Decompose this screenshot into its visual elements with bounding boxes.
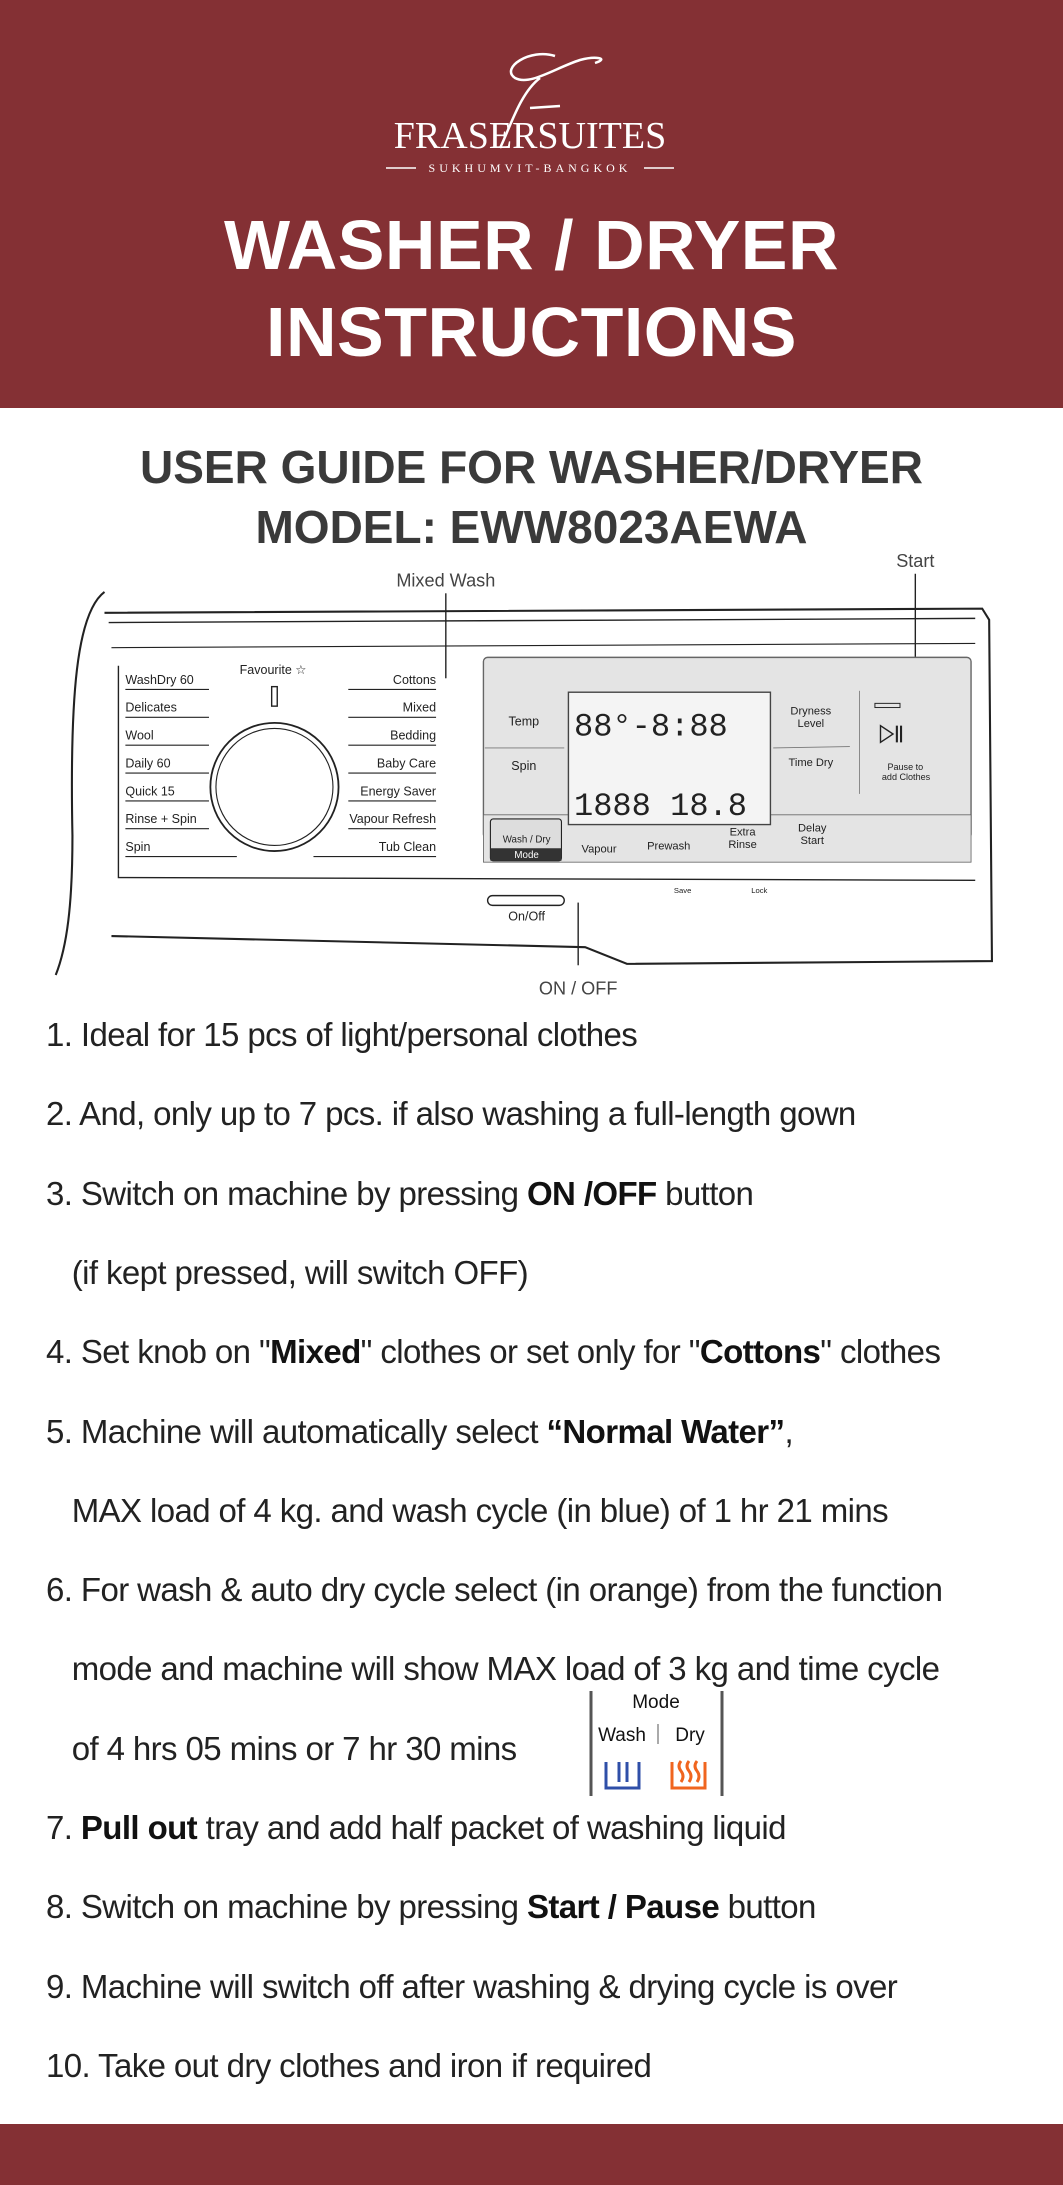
on-off-callout: ON / OFF (539, 979, 617, 999)
instruction-text: button (656, 1174, 754, 1212)
instruction-emphasis: Mixed (270, 1333, 361, 1371)
instruction-text: of 4 hrs 05 mins or 7 hr 30 mins (46, 1729, 517, 1767)
temp-button: Temp (509, 715, 540, 729)
instruction-text: 4. Set knob on " (46, 1333, 271, 1371)
svg-text:Pause to: Pause to (887, 762, 923, 772)
instruction-text: 1. Ideal for 15 pcs of light/personal cl… (46, 1016, 638, 1053)
instruction-text: 2. And, only up to 7 pcs. if also washin… (46, 1095, 856, 1133)
svg-text:Rinse: Rinse (728, 839, 756, 851)
instruction-text: 7. (46, 1809, 81, 1846)
mixed-wash-callout: Mixed Wash (396, 570, 495, 590)
instruction-line: (if kept pressed, will switch OFF) (46, 1253, 529, 1293)
svg-text:Level: Level (798, 718, 825, 730)
svg-text:Favourite ☆: Favourite ☆ (240, 663, 307, 677)
svg-text:Dry: Dry (675, 1725, 705, 1746)
svg-text:Dryness: Dryness (790, 706, 831, 718)
instruction-line: of 4 hrs 05 mins or 7 hr 30 mins (46, 1729, 517, 1769)
instruction-emphasis: “Normal Water” (546, 1412, 786, 1450)
instruction-text: tray and add half packet of washing liqu… (197, 1809, 787, 1846)
instruction-text: 9. Machine will switch off after washing… (46, 1967, 898, 2005)
title-line-1: WASHER / DRYER (223, 206, 840, 284)
svg-text:FRASERSUITES: FRASERSUITES (394, 115, 666, 157)
svg-text:Mode: Mode (632, 1692, 680, 1713)
instruction-line: mode and machine will show MAX load of 3… (46, 1649, 940, 1689)
svg-text:Mode: Mode (514, 850, 538, 861)
instruction-text: 5. Machine will automatically select (46, 1412, 547, 1450)
fraser-suites-logo: FRASERSUITES SUKHUMVIT-BANGKOK (386, 53, 674, 175)
header-banner: FRASERSUITES SUKHUMVIT-BANGKOK WASHER / … (0, 0, 1063, 408)
instruction-line: 9. Machine will switch off after washing… (46, 1967, 898, 2007)
instruction-text: MAX load of 4 kg. and wash cycle (in blu… (46, 1491, 889, 1529)
instruction-text: " clothes (820, 1333, 941, 1371)
svg-text:Vapour Refresh: Vapour Refresh (349, 812, 436, 826)
svg-text:Rinse + Spin: Rinse + Spin (125, 812, 196, 826)
wash-icon (604, 1762, 641, 1790)
instruction-line: 8. Switch on machine by pressing Start /… (46, 1887, 816, 1927)
svg-text:Mixed: Mixed (403, 701, 436, 715)
svg-text:Bedding: Bedding (390, 729, 436, 743)
instruction-text: , (784, 1412, 794, 1450)
svg-text:Extra: Extra (730, 827, 757, 839)
svg-text:Daily 60: Daily 60 (125, 756, 170, 770)
svg-text:Wash: Wash (598, 1725, 646, 1746)
instruction-text: 3. Switch on machine by pressing (46, 1174, 527, 1212)
instruction-line: 6. For wash & auto dry cycle select (in … (46, 1570, 943, 1610)
instruction-line: 10. Take out dry clothes and iron if req… (46, 2046, 652, 2086)
svg-text:Tub Clean: Tub Clean (379, 840, 436, 854)
start-callout: Start (896, 551, 934, 571)
svg-text:Start: Start (800, 835, 824, 847)
on-off-button: On/Off (508, 910, 545, 924)
lcd-time: 88°-8:88 (574, 708, 728, 745)
lcd-screen (567, 691, 772, 826)
svg-text:WashDry 60: WashDry 60 (125, 673, 193, 687)
guide-title: USER GUIDE FOR WASHER/DRYER (140, 441, 923, 493)
spin-button: Spin (511, 759, 536, 773)
instruction-text: mode and machine will show MAX load of 3… (46, 1650, 940, 1688)
instruction-line: 7. Pull out tray and add half packet of … (46, 1808, 786, 1848)
mode-wash-dry-icon: Mode Wash Dry (589, 1691, 724, 1796)
instruction-text: 6. For wash & auto dry cycle select (in … (46, 1571, 943, 1609)
instruction-line: 3. Switch on machine by pressing ON /OFF… (46, 1174, 754, 1214)
instruction-text: 8. Switch on machine by pressing (46, 1888, 527, 1926)
svg-text:Delay: Delay (798, 823, 827, 835)
svg-text:Prewash: Prewash (647, 841, 690, 853)
svg-text:Cottons: Cottons (393, 673, 436, 687)
dry-icon (670, 1760, 707, 1790)
svg-text:Save: Save (674, 886, 691, 895)
model-number: MODEL: EWW8023AEWA (255, 501, 808, 553)
svg-text:Baby Care: Baby Care (377, 756, 436, 770)
footer-banner (0, 2124, 1063, 2185)
instruction-text: button (719, 1888, 817, 1926)
svg-text:Wash / Dry: Wash / Dry (503, 835, 551, 846)
instruction-emphasis: Cottons (699, 1333, 821, 1371)
svg-text:Delicates: Delicates (125, 701, 176, 715)
instruction-emphasis: Pull out (80, 1809, 198, 1846)
instruction-line: 2. And, only up to 7 pcs. if also washin… (46, 1094, 856, 1134)
svg-text:Spin: Spin (125, 840, 150, 854)
instruction-emphasis: Start / Pause (526, 1888, 720, 1926)
svg-text:Lock: Lock (751, 886, 767, 895)
title-line-2: INSTRUCTIONS (266, 293, 797, 371)
instruction-text: (if kept pressed, will switch OFF) (46, 1253, 529, 1291)
svg-text:add Clothes: add Clothes (882, 772, 931, 782)
lcd-spin-weight: 1888 18.8 (574, 788, 747, 825)
instruction-line: 5. Machine will automatically select “No… (46, 1412, 794, 1452)
instruction-emphasis: ON /OFF (526, 1174, 657, 1212)
time-dry-button: Time Dry (788, 757, 833, 769)
instruction-text: 10. Take out dry clothes and iron if req… (46, 2046, 652, 2084)
instruction-line: MAX load of 4 kg. and wash cycle (in blu… (46, 1491, 889, 1531)
svg-text:SUKHUMVIT-BANGKOK: SUKHUMVIT-BANGKOK (429, 161, 632, 175)
svg-text:Quick 15: Quick 15 (125, 784, 174, 798)
instruction-text: " clothes or set only for " (360, 1333, 701, 1371)
svg-text:Energy Saver: Energy Saver (360, 784, 436, 798)
svg-text:Wool: Wool (125, 729, 153, 743)
washer-control-panel-diagram: Mixed Wash Start ON / OFF Favourite ☆ Wa… (54, 551, 994, 999)
instruction-line: 1. Ideal for 15 pcs of light/personal cl… (46, 1015, 638, 1055)
program-knob (209, 721, 340, 852)
instruction-line: 4. Set knob on "Mixed" clothes or set on… (46, 1332, 941, 1372)
svg-text:Vapour: Vapour (582, 843, 617, 855)
